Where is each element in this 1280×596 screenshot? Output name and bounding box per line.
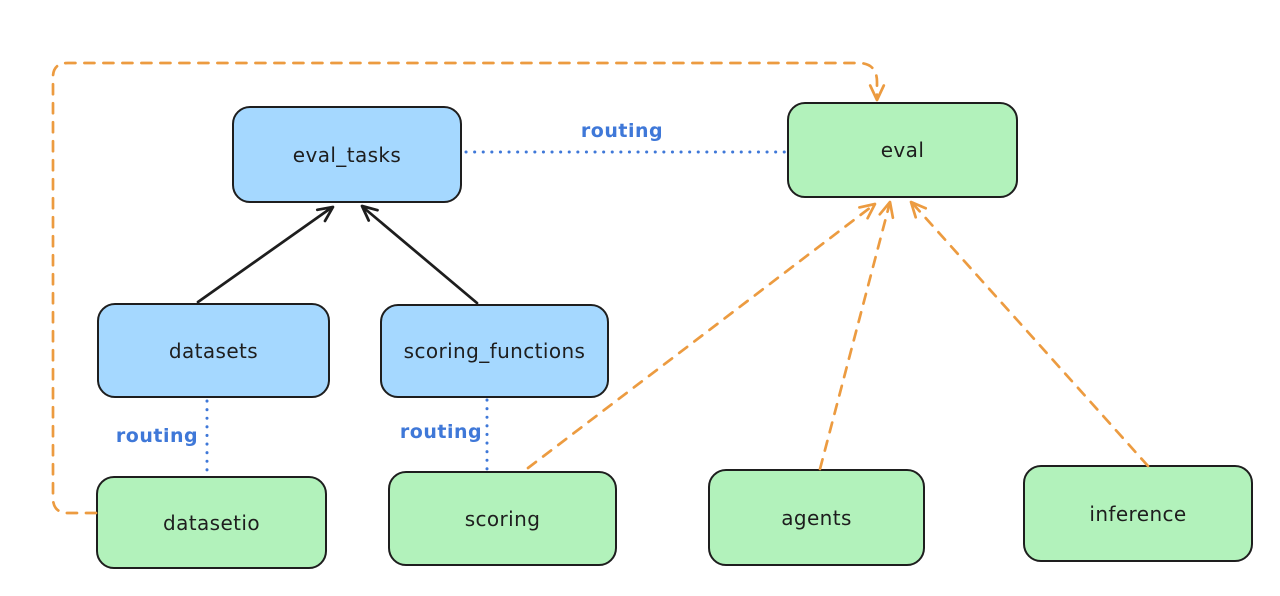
node-datasetio-label: datasetio	[162, 510, 260, 535]
node-scoring: scoring	[388, 471, 617, 566]
node-datasets-label: datasets	[168, 338, 259, 363]
node-eval-label: eval	[880, 138, 925, 162]
node-datasetio: datasetio	[96, 476, 327, 569]
node-eval-tasks-label: eval_tasks	[292, 142, 402, 167]
node-agents: agents	[708, 469, 925, 566]
node-agents-label: agents	[781, 505, 852, 530]
node-eval: eval	[787, 102, 1018, 198]
node-inference-label: inference	[1089, 501, 1187, 526]
node-eval-tasks: eval_tasks	[232, 106, 462, 203]
edge-inference-to-eval	[909, 200, 1150, 468]
node-scoring-functions: scoring_functions	[380, 304, 609, 398]
node-datasets: datasets	[97, 303, 330, 398]
node-scoring-label: scoring	[464, 506, 541, 531]
edge-agents-to-eval	[818, 200, 895, 471]
node-inference: inference	[1023, 465, 1253, 562]
node-scoring-functions-label: scoring_functions	[403, 339, 586, 363]
edge-datasets-to-eval-tasks	[196, 205, 335, 304]
edge-label-routing-scoring-functions-scoring: routing	[399, 421, 483, 443]
edge-scoring-functions-to-eval-tasks	[360, 204, 479, 305]
edge-label-routing-datasets-datasetio: routing	[115, 425, 199, 447]
edge-label-routing-eval-tasks-eval: routing	[580, 120, 664, 142]
